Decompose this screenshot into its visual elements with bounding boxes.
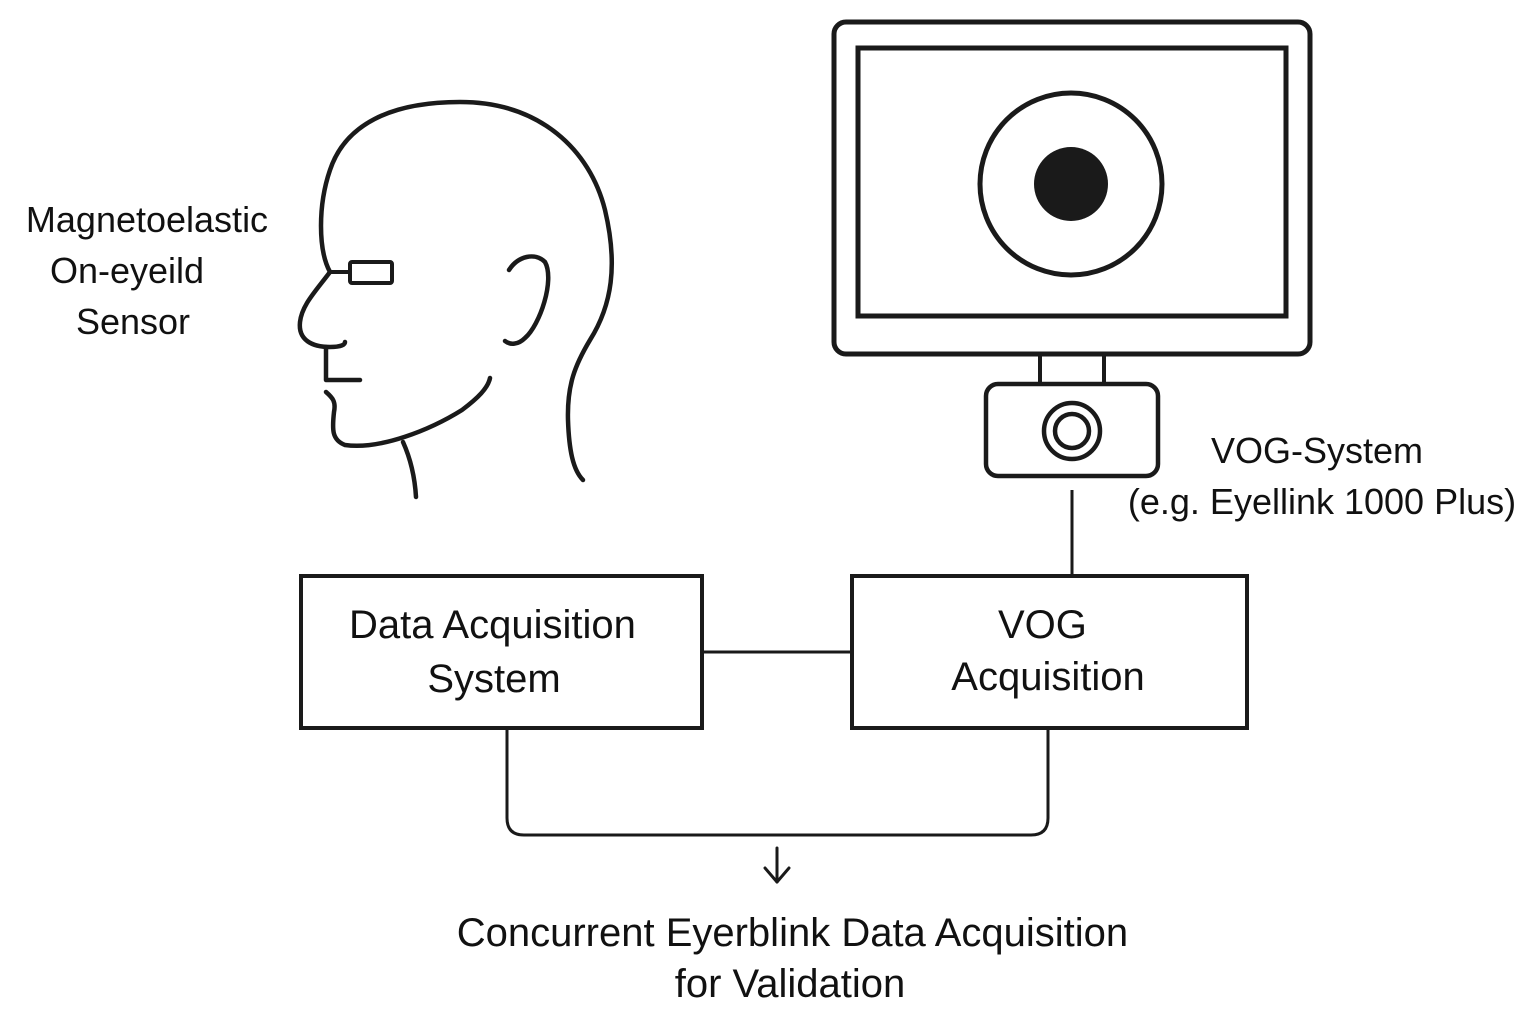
- daq-label-line-2: System: [427, 657, 560, 701]
- connectors: [505, 490, 1074, 837]
- daq-label-line-1: Data Acquisition: [349, 603, 636, 647]
- sensor-label-line-2: On-eyeild: [50, 250, 204, 291]
- eye-target-icon: [977, 90, 1165, 278]
- monitor-icon: [831, 19, 1313, 384]
- vog-acquisition-box: VOG Acquisition: [850, 574, 1249, 730]
- daq-box-label: Data Acquisition System: [349, 603, 647, 701]
- down-arrow-icon: [763, 846, 791, 884]
- vog-system-label-line-1: VOG-System: [1211, 430, 1423, 471]
- merge-connector: [505, 728, 1050, 837]
- vog-system-label: VOG-System (e.g. Eyellink 1000 Plus): [1128, 430, 1516, 522]
- head-profile-icon: [297, 99, 615, 500]
- output-label: Concurrent Eyerblink Data Acquisition fo…: [457, 911, 1140, 1006]
- vog-system-label-line-2: (e.g. Eyellink 1000 Plus): [1128, 481, 1516, 522]
- vog-label-line-2: Acquisition: [951, 655, 1144, 699]
- sensor-label-line-1: Magnetoelastic: [26, 199, 268, 240]
- sensor-label-line-3: Sensor: [76, 301, 190, 342]
- vog-box-label: VOG Acquisition: [951, 603, 1144, 699]
- sensor-label: Magnetoelastic On-eyeild Sensor: [26, 199, 278, 342]
- eyelid-sensor-icon: [330, 260, 394, 285]
- output-label-line-1: Concurrent Eyerblink Data Acquisition: [457, 911, 1128, 955]
- daq-box: Data Acquisition System: [299, 574, 704, 730]
- output-label-line-2: for Validation: [675, 962, 906, 1006]
- vog-label-line-1: VOG: [998, 603, 1087, 647]
- pupil-icon: [1034, 147, 1108, 221]
- camera-icon: [983, 381, 1161, 479]
